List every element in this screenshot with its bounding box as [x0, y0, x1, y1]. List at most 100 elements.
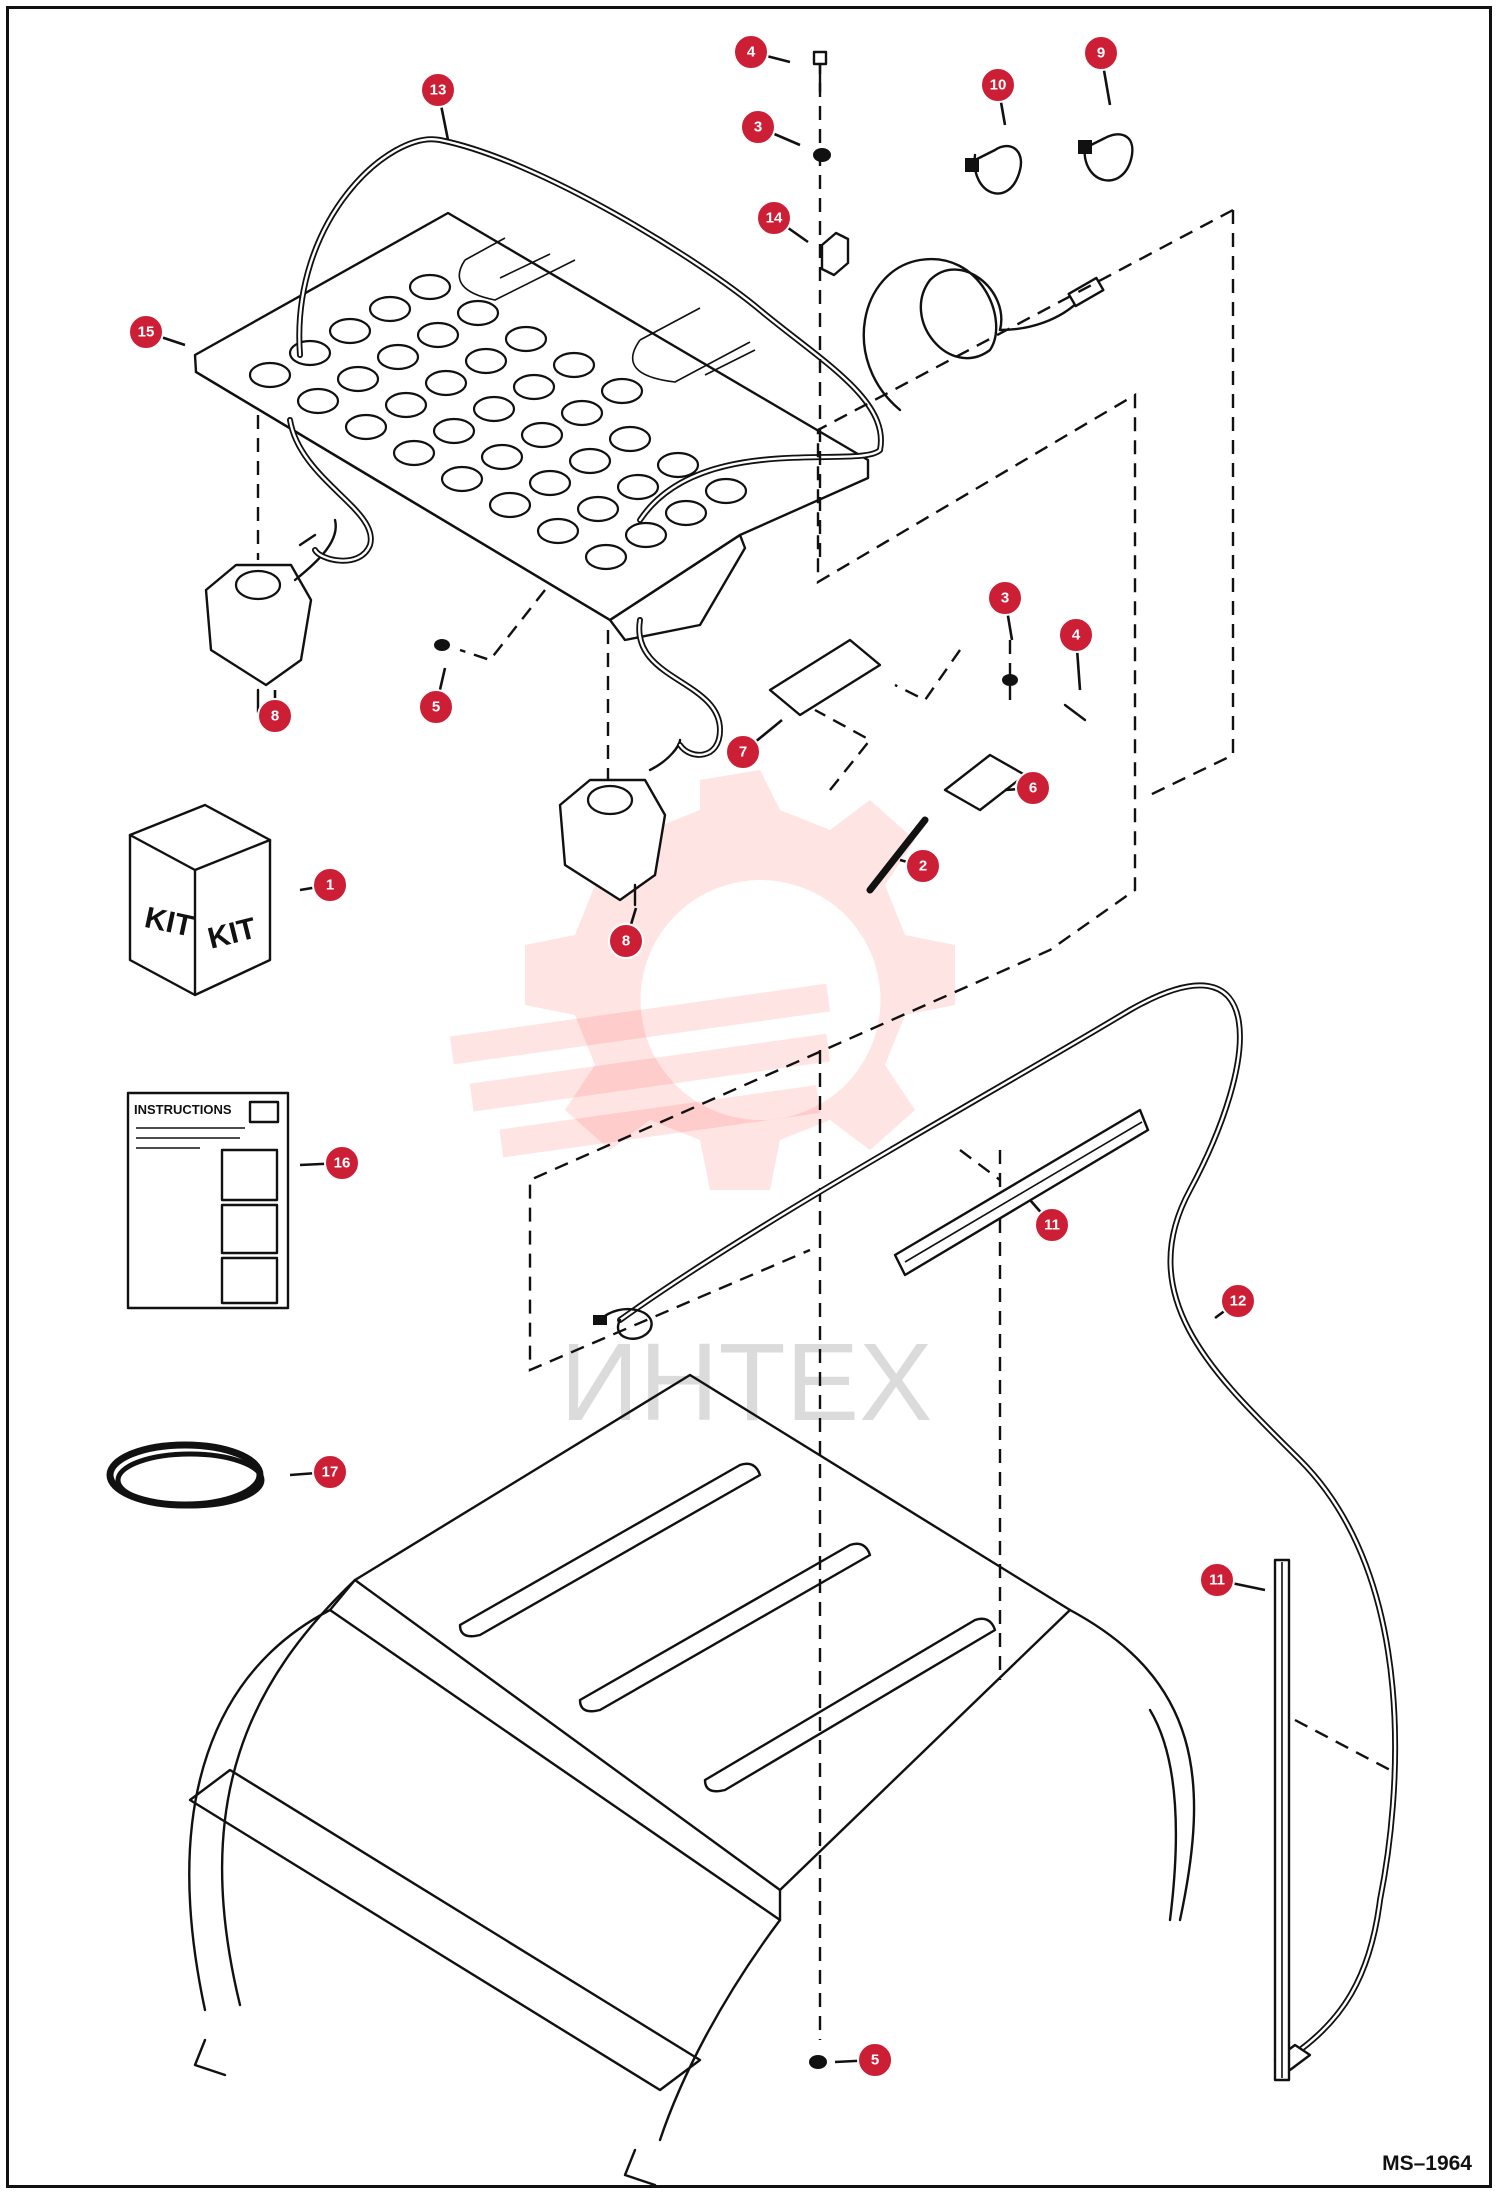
callout-number: 3	[1001, 590, 1009, 607]
callout-number: 4	[747, 44, 756, 61]
panel-hole	[664, 499, 708, 527]
callout-8: 8	[608, 923, 644, 959]
kit-box: KIT KIT	[128, 803, 272, 997]
panel-hole	[416, 321, 460, 349]
callout-4: 4	[733, 34, 769, 70]
callout-9: 9	[1083, 35, 1119, 71]
callout-14: 14	[756, 200, 792, 236]
watermark-text: ИНТЕХ	[560, 1321, 932, 1444]
panel-hole	[576, 495, 620, 523]
panel-hole	[512, 373, 556, 401]
panel-hole	[344, 413, 388, 441]
panel-hole	[560, 399, 604, 427]
callout-number: 12	[1230, 1293, 1247, 1310]
panel-hole	[616, 473, 660, 501]
clamp-10	[965, 144, 1023, 195]
panel-hole	[464, 347, 508, 375]
watermark-gear-logo	[449, 770, 955, 1190]
bolt-4-mid	[1063, 703, 1087, 722]
work-light-left	[204, 518, 337, 714]
panel-hole	[568, 447, 612, 475]
callout-number: 8	[622, 933, 630, 950]
panel-hole	[248, 361, 292, 389]
panel-hole	[600, 377, 644, 405]
callout-number: 7	[739, 744, 747, 761]
panel-hole	[408, 273, 452, 301]
panel-hole	[456, 299, 500, 327]
pad-6	[943, 753, 1027, 812]
callout-13: 13	[420, 72, 456, 108]
callout-6: 6	[1015, 770, 1051, 806]
callout-10: 10	[980, 67, 1016, 103]
seal-strip-horizontal	[893, 1108, 1150, 1277]
callout-number: 17	[322, 1464, 339, 1481]
connector-left	[593, 1307, 653, 1340]
panel-hole	[296, 387, 340, 415]
panel-hole	[584, 543, 628, 571]
callout-number: 11	[1209, 1572, 1225, 1589]
callout-2: 2	[905, 848, 941, 884]
panel-hole	[480, 443, 524, 471]
panel-hole	[552, 351, 596, 379]
callout-4: 4	[1058, 617, 1094, 653]
panel-hole	[704, 477, 748, 505]
bracket-7	[768, 638, 882, 717]
panel-hole	[392, 439, 436, 467]
panel-hole	[288, 339, 332, 367]
callout-5: 5	[857, 2042, 893, 2078]
callout-number: 5	[871, 2052, 879, 2069]
callout-number: 5	[432, 699, 440, 716]
panel-hole	[488, 491, 532, 519]
callout-number: 14	[766, 210, 783, 227]
callout-12: 12	[1220, 1283, 1256, 1319]
callout-11: 11	[1034, 1207, 1070, 1243]
panel-hole	[472, 395, 516, 423]
panel-hole	[504, 325, 548, 353]
callout-number: 4	[1072, 627, 1081, 644]
panel-hole	[328, 317, 372, 345]
panel-hole	[440, 465, 484, 493]
callout-11: 11	[1199, 1562, 1235, 1598]
callout-8: 8	[257, 698, 293, 734]
callout-7: 7	[725, 734, 761, 770]
instructions-sheet: INSTRUCTIONS	[126, 1091, 290, 1310]
callout-number: 11	[1044, 1217, 1060, 1234]
callout-number: 8	[271, 708, 279, 725]
callout-number: 10	[990, 77, 1007, 94]
callout-number: 9	[1097, 45, 1105, 62]
callout-number: 6	[1029, 780, 1037, 797]
instructions-title: INSTRUCTIONS	[134, 1102, 232, 1117]
callout-3: 3	[987, 580, 1023, 616]
clamp-9	[1078, 133, 1134, 182]
drawing-frame	[6, 6, 1492, 2188]
callout-16: 16	[324, 1145, 360, 1181]
nut-5-bottom	[809, 2055, 827, 2069]
assembly-dashed-lines	[256, 60, 1391, 2040]
callout-number: 15	[138, 324, 155, 341]
panel-hole	[624, 521, 668, 549]
callout-number: 13	[430, 82, 447, 99]
callout-number: 2	[919, 858, 927, 875]
light-panel-plate	[193, 211, 870, 642]
washer-3-top	[813, 148, 831, 162]
panel-hole	[384, 391, 428, 419]
callout-3: 3	[740, 109, 776, 145]
panel-hole	[536, 517, 580, 545]
callout-number: 1	[326, 877, 334, 894]
panel-hole	[368, 295, 412, 323]
callout-5: 5	[418, 689, 454, 725]
panel-hole	[432, 417, 476, 445]
bolt-4-top	[812, 50, 828, 94]
panel-hole	[376, 343, 420, 371]
seal-strip-vertical	[1273, 1558, 1291, 2082]
panel-hole	[424, 369, 468, 397]
work-light-right	[558, 738, 682, 907]
washer-3-mid	[1002, 674, 1018, 686]
nut-5-mid	[434, 639, 450, 651]
spacer-14	[820, 231, 850, 277]
canopy-roof	[188, 1373, 1196, 2187]
panel-hole	[656, 451, 700, 479]
drawing-code-label: MS–1964	[1382, 2152, 1472, 2175]
callout-17: 17	[312, 1454, 348, 1490]
